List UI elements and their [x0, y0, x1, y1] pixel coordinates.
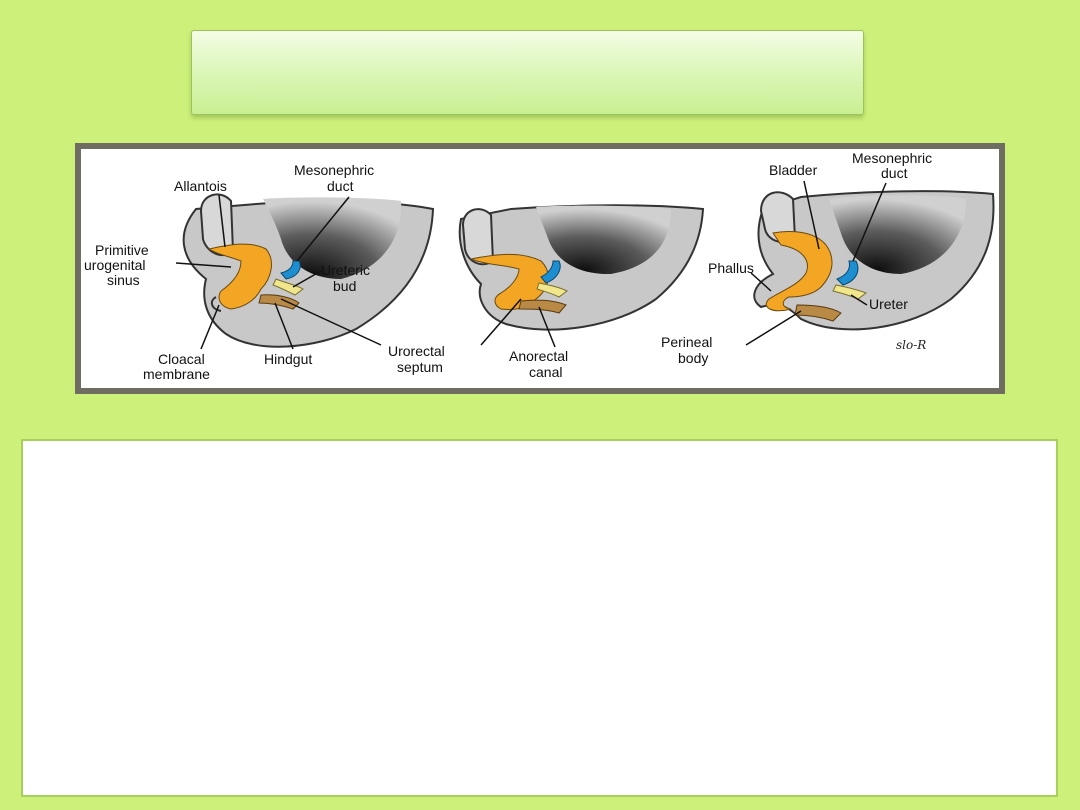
panel-3-dark-region [829, 195, 966, 274]
leader-primitive [175, 262, 232, 268]
leader-perineal [745, 310, 802, 346]
panel-2-embryo [458, 204, 705, 331]
panel-3-perineal-brown [794, 304, 842, 322]
label-anorectal-2: canal [529, 364, 562, 380]
label-ureteric-2: bud [333, 278, 356, 294]
panel-2-cloaca-orange [469, 253, 549, 310]
panel-1-dark-region [263, 197, 402, 279]
leader-anorectal [538, 306, 556, 348]
label-p3-mesonephric-1: Mesonephric [852, 150, 932, 166]
content-box [21, 439, 1058, 797]
label-urorectal-2: septum [397, 359, 443, 375]
label-primitive-3: sinus [107, 272, 140, 288]
panel-3-embryo [753, 190, 995, 331]
label-ureter: Ureter [869, 296, 908, 312]
label-hindgut: Hindgut [264, 351, 312, 367]
leader-p3-mesonephric [852, 182, 887, 262]
leader-phallus [750, 272, 772, 292]
signature: slo-R [896, 338, 926, 352]
panel-2-mesonephric-blue [540, 260, 561, 284]
label-urorectal-1: Urorectal [388, 343, 445, 359]
leader-bladder [803, 180, 820, 250]
label-perineal-2: body [678, 350, 708, 366]
panel-1-mesonephric-duct-blue [280, 260, 301, 280]
leader-allantois [218, 194, 226, 248]
embryo-diagram-frame: Allantois Mesonephric duct Primitive uro… [75, 143, 1005, 394]
leader-cloacal [200, 304, 220, 350]
leader-mesonephric [296, 196, 350, 262]
panel-3-mesonephric-blue [836, 260, 859, 286]
title-box [191, 30, 864, 115]
panel-3-bladder-orange [765, 231, 833, 312]
leader-ureteric [292, 270, 322, 288]
panel-1-ureteric-bud-yellow [272, 278, 304, 296]
label-phallus: Phallus [708, 260, 754, 276]
leader-hindgut [274, 302, 294, 350]
label-mesonephric-2: duct [327, 178, 354, 194]
slide-body-text [23, 441, 1056, 481]
label-primitive-2: urogenital [84, 257, 146, 273]
leader-urorectal-1 [280, 298, 382, 346]
panel-2-dark-region [536, 205, 671, 275]
label-ureteric-1: Ureteric [321, 262, 370, 278]
label-perineal-1: Perineal [661, 334, 712, 350]
panel-2-anorectal-brown [518, 299, 567, 314]
label-mesonephric-1: Mesonephric [294, 162, 374, 178]
label-p3-mesonephric-2: duct [881, 165, 908, 181]
panel-1-embryo [182, 193, 435, 348]
label-cloacal-2: membrane [143, 366, 210, 382]
leader-urorectal-2 [480, 298, 522, 346]
label-anorectal-1: Anorectal [509, 348, 568, 364]
label-primitive-1: Primitive [95, 242, 149, 258]
leader-ureter [850, 294, 868, 306]
panel-1-cloaca-orange [207, 243, 272, 310]
label-bladder: Bladder [769, 162, 818, 178]
panel-1-hindgut-brown [258, 294, 300, 310]
label-cloacal-1: Cloacal [158, 351, 205, 367]
cloaca-partition-diagram: Allantois Mesonephric duct Primitive uro… [84, 150, 995, 382]
label-allantois: Allantois [174, 178, 227, 194]
panel-1-cloacal-membrane [210, 296, 222, 312]
panel-2-ureteric-yellow [536, 282, 568, 298]
